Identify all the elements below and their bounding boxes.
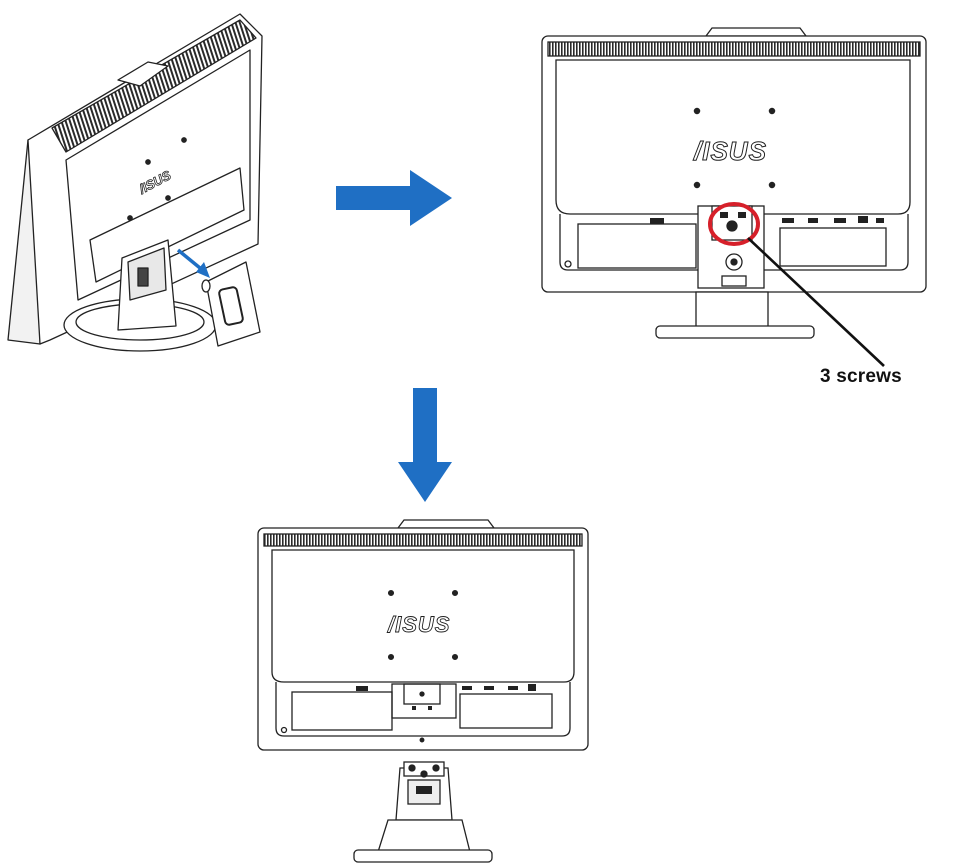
screws-highlight: [708, 202, 760, 246]
remove-cover-arrow: [176, 248, 210, 278]
next-step-arrow-right: [336, 170, 452, 226]
mount-hole: [387, 653, 395, 661]
callout-line: [747, 237, 885, 367]
vent-grille: [548, 42, 920, 56]
mount-hole: [768, 107, 776, 115]
mount-hole: [387, 589, 395, 597]
monitor-rear-view-screws: /ISUS: [541, 27, 927, 339]
mount-hole: [181, 137, 187, 143]
brand-logo: /ISUS: [693, 136, 767, 166]
mount-hole: [451, 653, 459, 661]
brand-logo: /ISUS: [387, 612, 450, 637]
screws-callout-label: 3 screws: [820, 366, 902, 387]
stand-cover: [201, 261, 261, 347]
mount-hole: [768, 181, 776, 189]
next-step-arrow-down: [398, 388, 452, 502]
monitor-rear-view-stand-removed: /ISUS: [257, 519, 589, 751]
detached-stand: [353, 761, 493, 863]
vent-grille: [51, 19, 257, 153]
mount-hole: [451, 589, 459, 597]
mount-hole: [145, 159, 151, 165]
mount-hole: [693, 107, 701, 115]
monitor-angled-view: /ISUS: [7, 13, 263, 352]
mount-hole: [693, 181, 701, 189]
vent-grille: [264, 534, 582, 546]
mount-hole: [165, 195, 171, 201]
